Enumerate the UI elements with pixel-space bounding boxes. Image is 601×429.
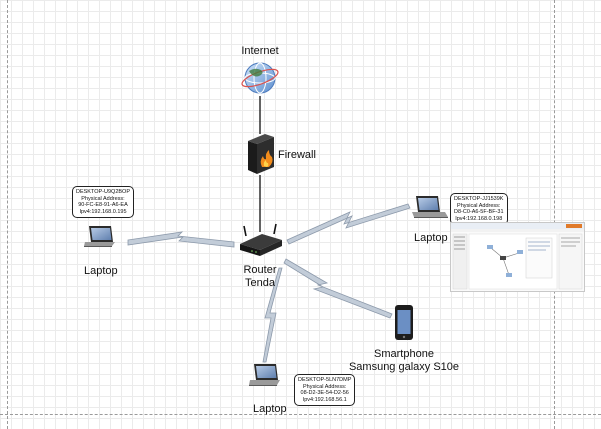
- smartphone-label-line2: Samsung galaxy S10e: [348, 361, 460, 373]
- wireless-link-left-laptop: [127, 231, 235, 248]
- laptop-icon: [249, 364, 280, 386]
- ipv4-address: Ipv4:192.168.56.1: [302, 396, 347, 403]
- mac-address: 08-D2-3E-54-D2-56: [300, 390, 349, 397]
- screenshot-thumbnail: [451, 223, 584, 290]
- router-label: Router Tenda: [236, 264, 284, 290]
- laptop-icon: [84, 226, 115, 247]
- physical-address-label: Physical Address:: [81, 195, 125, 202]
- smartphone-label: Smartphone Samsung galaxy S10e: [348, 348, 460, 374]
- ipv4-address: Ipv4:192.168.0.195: [79, 208, 127, 215]
- ipv4-address: Ipv4:192.168.0.198: [455, 215, 503, 222]
- laptop-right-label: Laptop: [414, 232, 448, 244]
- globe-icon: [241, 62, 279, 94]
- firewall-icon: [248, 134, 274, 174]
- hostname: DESKTOP-JJ1539K: [454, 196, 504, 202]
- physical-address-label: Physical Address:: [302, 383, 347, 390]
- embedded-screenshot: [450, 222, 585, 292]
- laptop-icon: [412, 196, 448, 218]
- mac-address: D8-C0-A6-5F-BF-31: [454, 209, 504, 216]
- page-guide-bottom: [0, 414, 601, 415]
- hostname: DESKTOP-U9Q2BOP: [76, 189, 130, 195]
- laptop-left-info-box: DESKTOP-U9Q2BOP Physical Address: 90-FC-…: [72, 186, 134, 219]
- wireless-link-smartphone: [283, 258, 393, 319]
- router-label-line1: Router: [243, 264, 277, 276]
- laptop-bottom-label: Laptop: [253, 403, 287, 415]
- laptop-left-label: Laptop: [84, 265, 118, 277]
- page-guide-left: [7, 0, 8, 429]
- router-icon: [240, 223, 282, 256]
- mac-address: 90-FC-E8-91-A6-EA: [78, 202, 128, 209]
- wireless-link-right-laptop: [286, 203, 411, 245]
- router-label-line2: Tenda: [245, 277, 275, 289]
- wireless-link-bottom-laptop: [262, 267, 283, 363]
- hostname: DESKTOP-5LN7DMP: [298, 377, 352, 383]
- smartphone-label-line1: Smartphone: [374, 348, 434, 360]
- laptop-right-info-box: DESKTOP-JJ1539K Physical Address: D8-C0-…: [450, 193, 508, 226]
- page-guide-right: [554, 0, 555, 429]
- laptop-bottom-info-box: DESKTOP-5LN7DMP Physical Address: 08-D2-…: [294, 374, 356, 407]
- smartphone-icon: [395, 305, 413, 340]
- physical-address-label: Physical Address:: [457, 202, 501, 209]
- firewall-label: Firewall: [278, 149, 316, 161]
- internet-label: Internet: [241, 45, 279, 57]
